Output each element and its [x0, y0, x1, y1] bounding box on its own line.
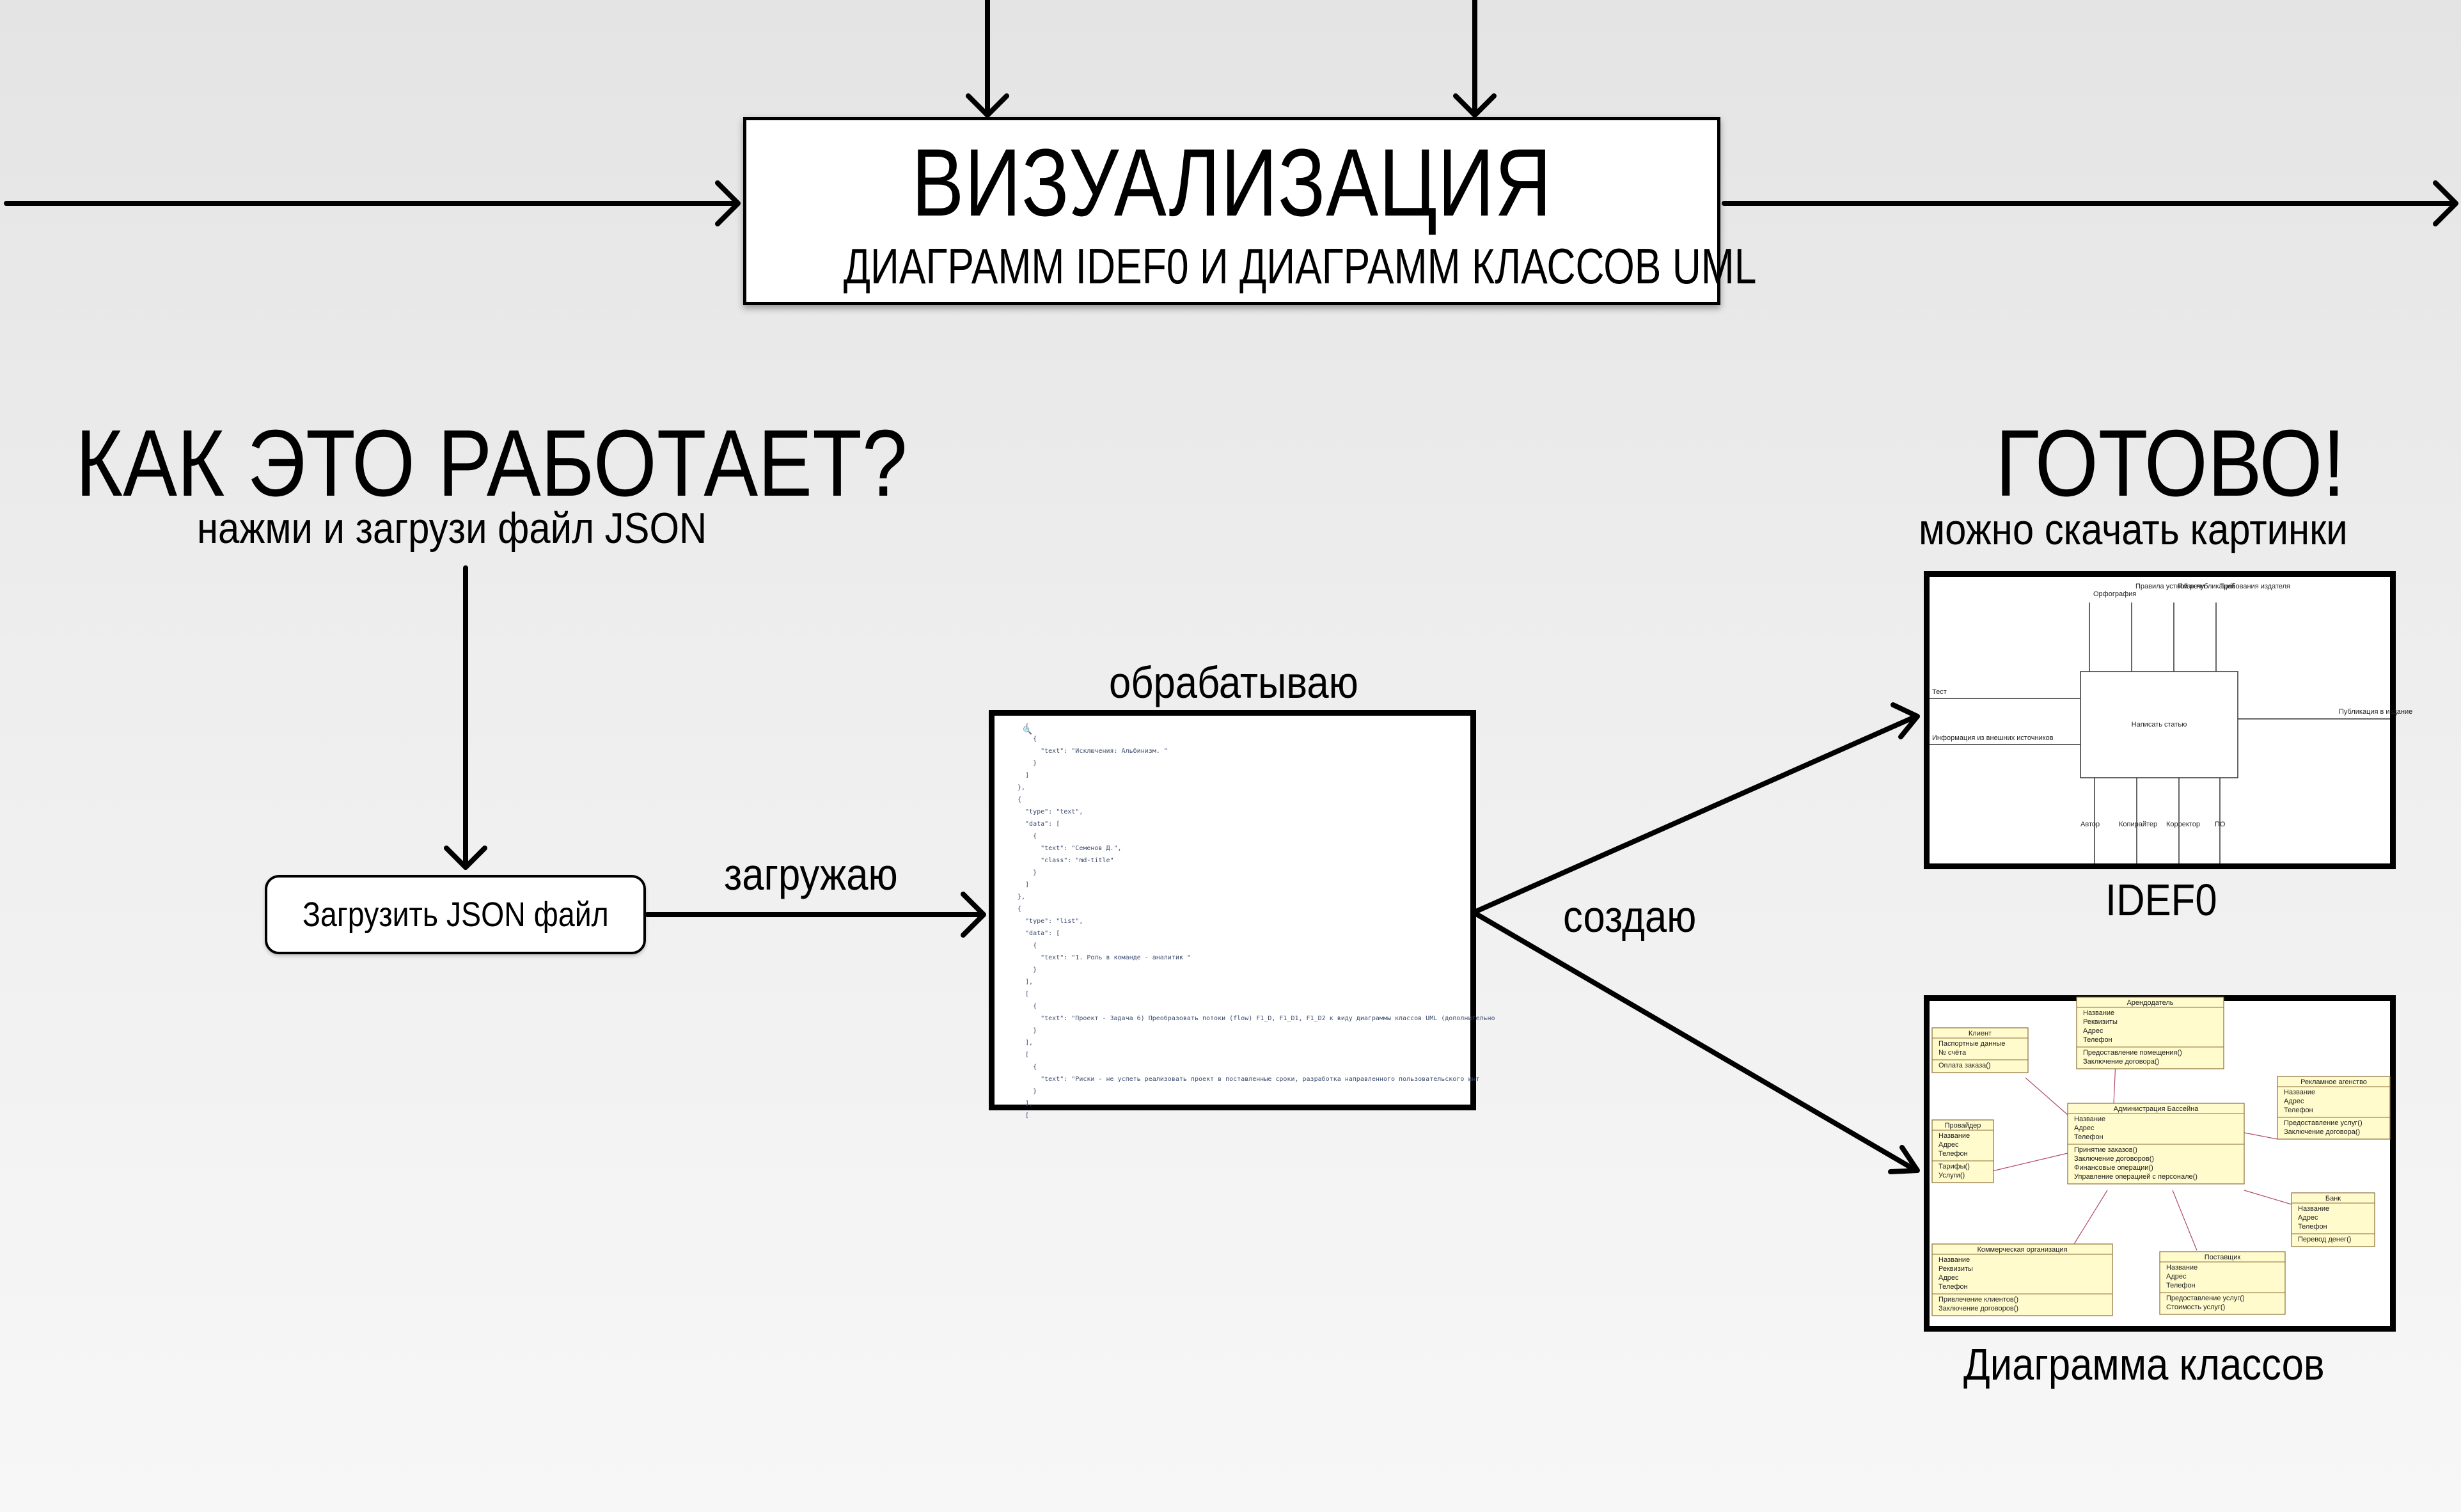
- class-diagram: АрендодательНазваниеРеквизитыАдресТелефо…: [1931, 996, 2391, 1316]
- uml-attribute: Адрес: [2166, 1273, 2187, 1280]
- uml-operation: Предоставление помещения(): [2083, 1049, 2182, 1057]
- upload-json-button-label: Загрузить JSON файл: [302, 895, 609, 934]
- uml-attribute: Название: [2298, 1205, 2329, 1213]
- uml-attribute: Телефон: [2284, 1106, 2313, 1114]
- uml-attribute: Адрес: [2083, 1027, 2103, 1035]
- uml-operation: Управление операцией с персонале(): [2074, 1173, 2198, 1181]
- uml-class-box: Коммерческая организацияНазваниеРеквизит…: [1931, 1243, 2113, 1316]
- uml-class-name: Провайдер: [1945, 1122, 1981, 1130]
- processing-label: обрабатываю: [1109, 658, 1358, 707]
- uml-operation: Тарифы(): [1938, 1163, 1970, 1170]
- idef0-mechanism-label: ПО: [2215, 821, 2226, 828]
- uml-operation: Услуги(): [1938, 1172, 1965, 1179]
- download-subheading: можно скачать картинки: [1919, 505, 2348, 554]
- uml-class-box: АрендодательНазваниеРеквизитыАдресТелефо…: [2076, 996, 2224, 1069]
- uml-operation: Предоставление услуг(): [2166, 1295, 2245, 1302]
- json-preview-panel: 🔍 [ { "text": "Исключения: Альбинизм. " …: [989, 710, 1495, 1119]
- uml-attribute: Реквизиты: [2083, 1018, 2118, 1026]
- uml-operation: Заключение договоров(): [2074, 1155, 2154, 1163]
- uml-operation: Финансовые операции(): [2074, 1164, 2153, 1172]
- uml-associations: [1992, 1048, 2292, 1251]
- uml-operation: Оплата заказа(): [1938, 1062, 1991, 1069]
- idef0-mechanism-label: Автор: [2080, 821, 2100, 828]
- uml-class-name: Банк: [2325, 1195, 2341, 1202]
- json-preview-text: [ { "text": "Исключения: Альбинизм. " } …: [1018, 723, 1495, 1119]
- uml-attribute: Название: [1938, 1256, 1970, 1264]
- uml-attribute: Название: [2083, 1009, 2114, 1017]
- uml-operation: Привлечение клиентов(): [1938, 1296, 2018, 1303]
- uml-operation: Заключение договора(): [2083, 1058, 2159, 1066]
- idef0-mechanism-label: Копирайтер: [2119, 821, 2157, 828]
- create-arrow-label: создаю: [1563, 892, 1697, 941]
- uml-attribute: Название: [2166, 1264, 2198, 1272]
- zoom-icon: 🔍: [1023, 726, 1032, 735]
- uml-attribute: Адрес: [2298, 1214, 2318, 1222]
- idef0-preview[interactable]: Написать статью Тест Информация из внешн…: [1924, 571, 2412, 869]
- uml-attribute: Адрес: [1938, 1274, 1959, 1282]
- uml-class-name: Администрация Бассейна: [2114, 1105, 2199, 1113]
- uml-operation: Предоставление услуг(): [2284, 1119, 2363, 1127]
- uml-operation: Стоимость услуг(): [2166, 1303, 2225, 1311]
- class-diagram-caption: Диаграмма классов: [1963, 1339, 2325, 1389]
- uml-attribute: Название: [2284, 1089, 2315, 1096]
- uml-operation: Принятие заказов(): [2074, 1146, 2137, 1154]
- idef0-output-label: Публикация в издание: [2339, 708, 2412, 716]
- uml-attribute: Название: [1938, 1132, 1970, 1140]
- idef0-input-label: Тест: [1932, 688, 1947, 696]
- idef0-control-label: План публикаций: [2178, 583, 2235, 590]
- how-it-works-heading: КАК ЭТО РАБОТАЕТ?: [75, 411, 908, 516]
- idef0-control-label: Правила устной речи: [2135, 583, 2205, 590]
- uml-class-box: Рекламное агенствоНазваниеАдресТелефонПр…: [2277, 1076, 2391, 1140]
- uml-attribute: Телефон: [2074, 1133, 2103, 1141]
- uml-class-name: Коммерческая организация: [1977, 1246, 2067, 1254]
- upload-json-button[interactable]: Загрузить JSON файл: [265, 875, 646, 954]
- uml-class-name: Арендодатель: [2127, 999, 2173, 1007]
- uml-attribute: Паспортные данные: [1938, 1040, 2005, 1048]
- uml-attribute: Телефон: [2083, 1036, 2112, 1044]
- done-heading: ГОТОВО!: [1995, 411, 2345, 516]
- upload-instruction: нажми и загрузи файл JSON: [197, 504, 707, 553]
- page-subtitle: ДИАГРАММ IDEF0 И ДИАГРАММ КЛАССОВ UML: [843, 238, 1757, 294]
- uml-attribute: Название: [2074, 1115, 2105, 1123]
- uml-attribute: Реквизиты: [1938, 1265, 1973, 1273]
- uml-attribute: Адрес: [2284, 1098, 2304, 1105]
- uml-attribute: Телефон: [2298, 1223, 2327, 1231]
- idef0-activity-label: Написать статью: [2132, 721, 2187, 728]
- page-title: ВИЗУАЛИЗАЦИЯ: [911, 129, 1552, 236]
- uml-class-box: ПоставщикНазваниеАдресТелефонПредоставле…: [2159, 1251, 2286, 1315]
- uml-class-box: Администрация БассейнаНазваниеАдресТелеф…: [2067, 1103, 2245, 1185]
- idef0-control-label: Орфография: [2093, 590, 2136, 598]
- title-box: ВИЗУАЛИЗАЦИЯ ДИАГРАММ IDEF0 И ДИАГРАММ К…: [743, 117, 1757, 305]
- uml-attribute: Телефон: [2166, 1282, 2196, 1289]
- uml-operation: Перевод денег(): [2298, 1236, 2351, 1243]
- uml-attribute: № счёта: [1938, 1049, 1967, 1057]
- uml-attribute: Телефон: [1938, 1283, 1968, 1291]
- idef0-mechanism-label: Корректор: [2166, 821, 2200, 828]
- idef0-caption: IDEF0: [2105, 875, 2217, 925]
- uml-class-name: Поставщик: [2205, 1254, 2241, 1261]
- uml-attribute: Адрес: [1938, 1141, 1959, 1149]
- uml-class-name: Рекламное агенство: [2300, 1078, 2367, 1086]
- idef0-control-label: Требования издателя: [2220, 583, 2290, 590]
- idef0-diagram: Написать статью Тест Информация из внешн…: [1930, 583, 2412, 863]
- uml-operation: Заключение договора(): [2284, 1128, 2360, 1136]
- uml-operation: Заключение договоров(): [1938, 1305, 2018, 1312]
- idef0-input-label: Информация из внешних источников: [1932, 734, 2054, 742]
- uml-attribute: Телефон: [1938, 1150, 1968, 1158]
- upload-arrow-label: загружаю: [724, 849, 898, 899]
- uml-class-name: Клиент: [1969, 1030, 1992, 1037]
- uml-attribute: Адрес: [2074, 1124, 2095, 1132]
